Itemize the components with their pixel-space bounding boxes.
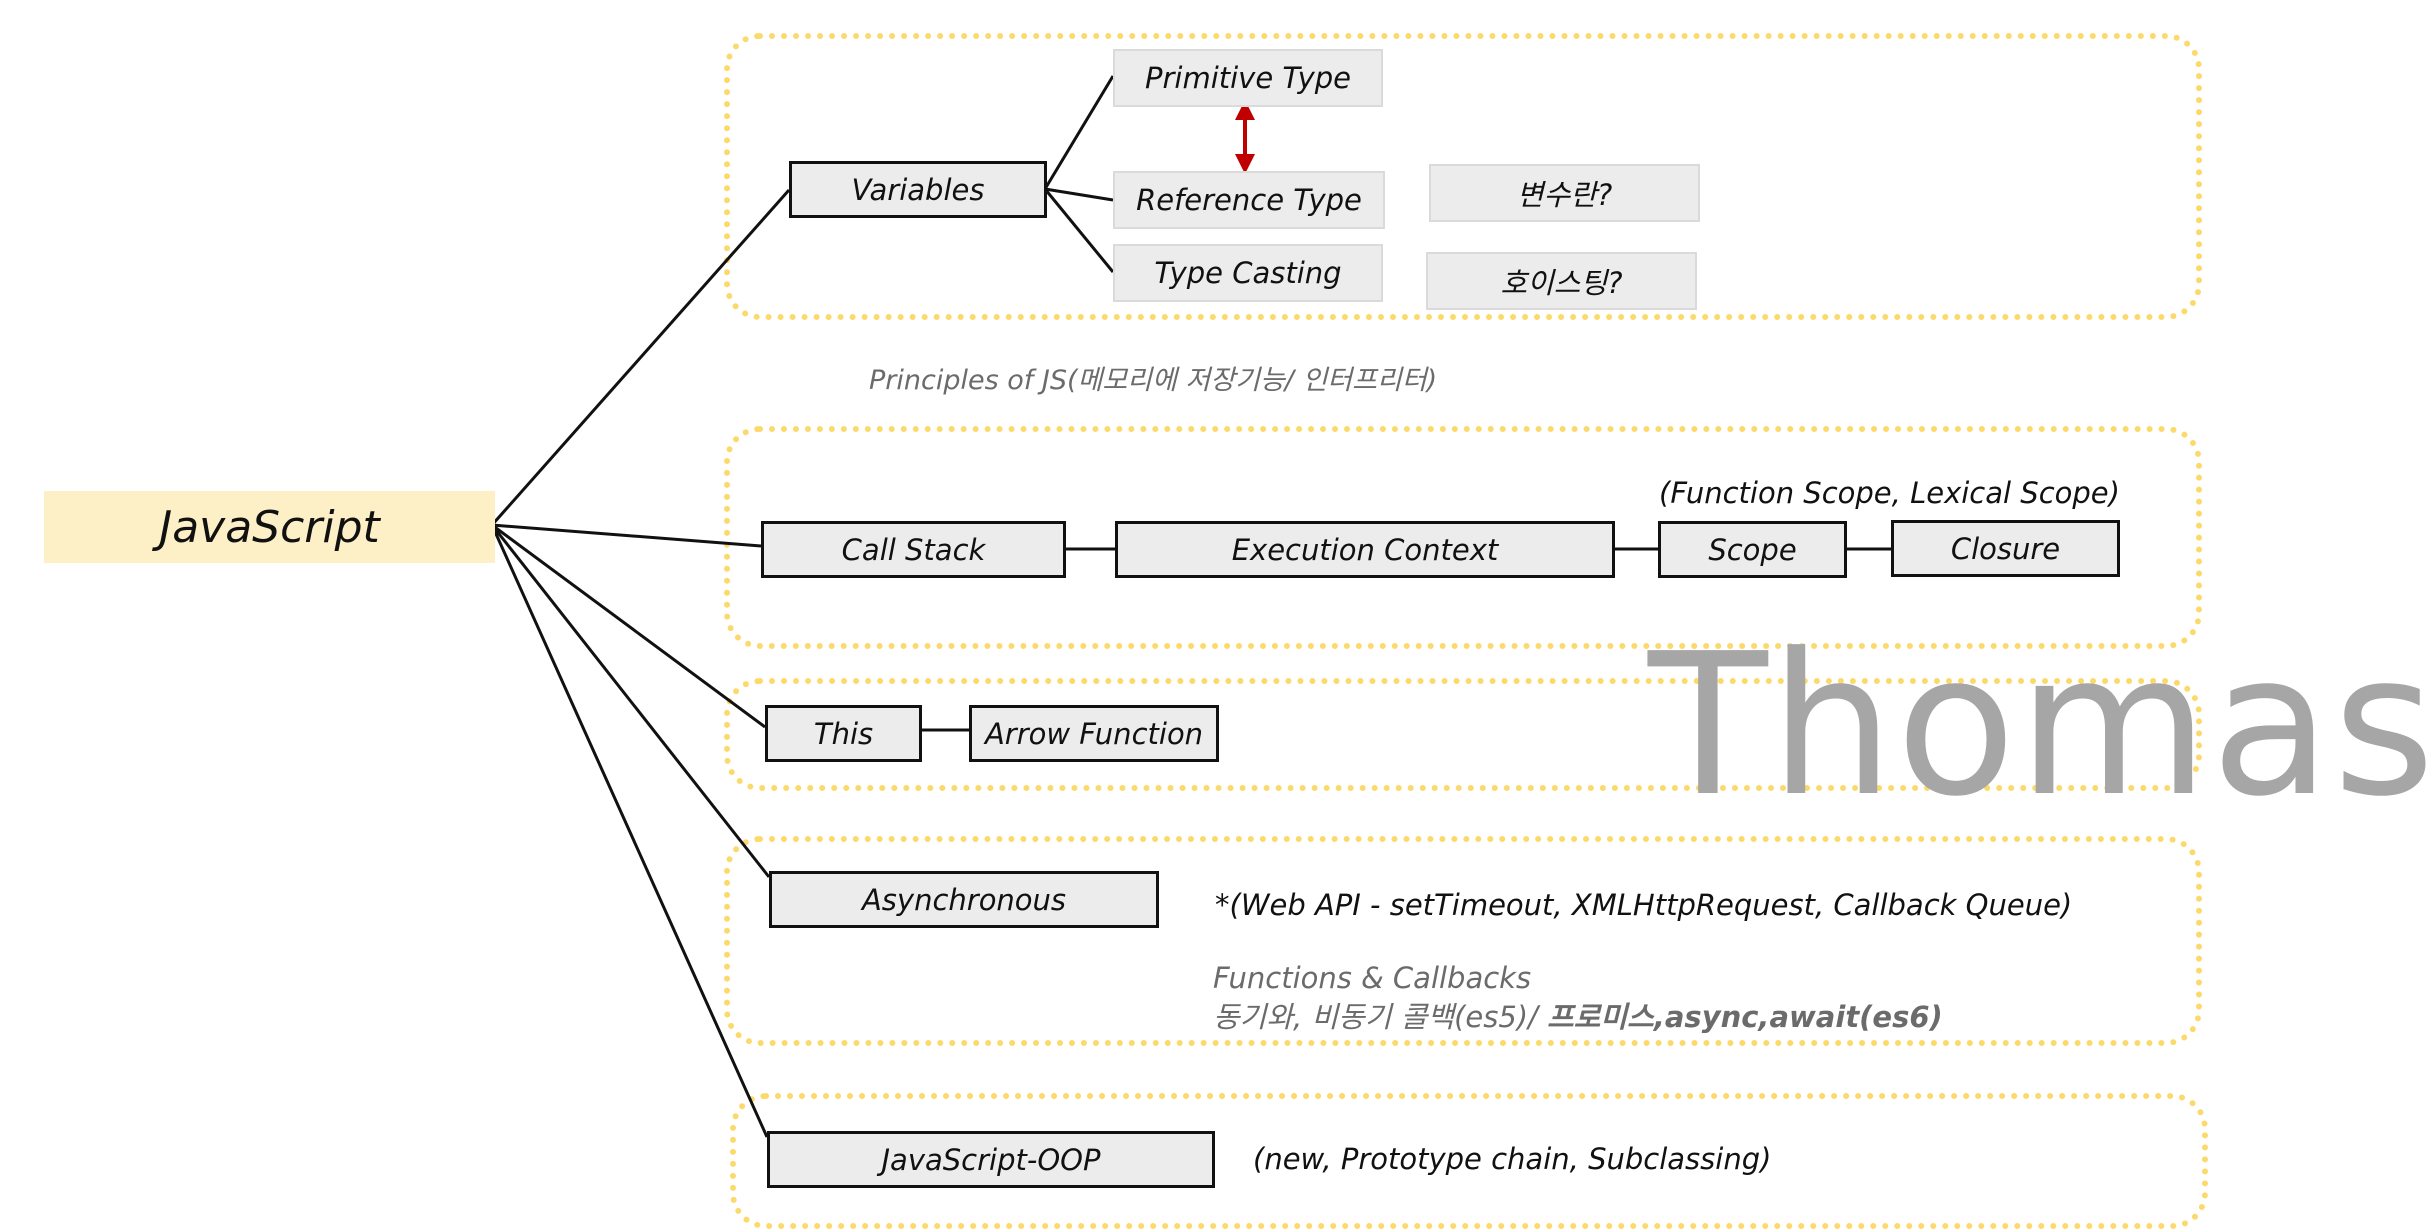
type-casting-node: Type Casting <box>1113 244 1383 302</box>
connector-root-oop <box>490 524 769 1138</box>
connector-variables-reference <box>1044 187 1114 202</box>
primitive-type-node: Primitive Type <box>1113 49 1383 107</box>
functions-callbacks-detail: 동기와, 비동기 콜백(es5)/ 프로미스,async,await(es6) <box>1213 994 1943 1036</box>
this-node: This <box>765 705 922 762</box>
oop-note: (new, Prototype chain, Subclassing) <box>1253 1142 1772 1176</box>
call-stack-node: Call Stack <box>761 521 1066 578</box>
watermark-text: Thomas <box>1648 612 2433 840</box>
variables-node: Variables <box>789 161 1047 218</box>
principles-caption: Principles of JS(메모리에 저장기능/ 인터프리터) <box>869 365 1438 396</box>
connector-variables-primitive <box>1043 75 1115 190</box>
variables-group <box>724 33 2202 320</box>
scope-note: (Function Scope, Lexical Scope) <box>1659 476 2120 510</box>
arrow-function-node: Arrow Function <box>969 705 1219 762</box>
connector-root-callstack <box>491 523 762 548</box>
execution-group <box>724 426 2202 649</box>
web-api-note: *(Web API - setTimeout, XMLHttpRequest, … <box>1215 888 2073 922</box>
reference-type-node: Reference Type <box>1113 171 1385 229</box>
connector-root-this <box>491 523 766 729</box>
scope-node: Scope <box>1658 521 1847 578</box>
what-is-variable-node: 변수란? <box>1429 164 1700 222</box>
oop-group <box>730 1093 2208 1229</box>
connector-root-async <box>490 524 771 878</box>
connector-variables-casting <box>1043 188 1115 273</box>
asynchronous-node: Asynchronous <box>769 871 1159 928</box>
javascript-oop-node: JavaScript-OOP <box>767 1131 1215 1188</box>
execution-context-node: Execution Context <box>1115 521 1615 578</box>
closure-node: Closure <box>1891 520 2120 577</box>
callbacks-detail-text: 동기와, 비동기 콜백(es5)/ <box>1213 1000 1548 1034</box>
async-group <box>724 836 2202 1046</box>
this-group <box>724 678 2202 791</box>
root-node: JavaScript <box>44 491 495 563</box>
functions-callbacks-title: Functions & Callbacks <box>1213 961 1532 995</box>
hoisting-node: 호이스팅? <box>1426 252 1697 310</box>
connector-root-variables <box>490 189 791 526</box>
promise-detail-text: 프로미스,async,await(es6) <box>1547 1000 1943 1034</box>
